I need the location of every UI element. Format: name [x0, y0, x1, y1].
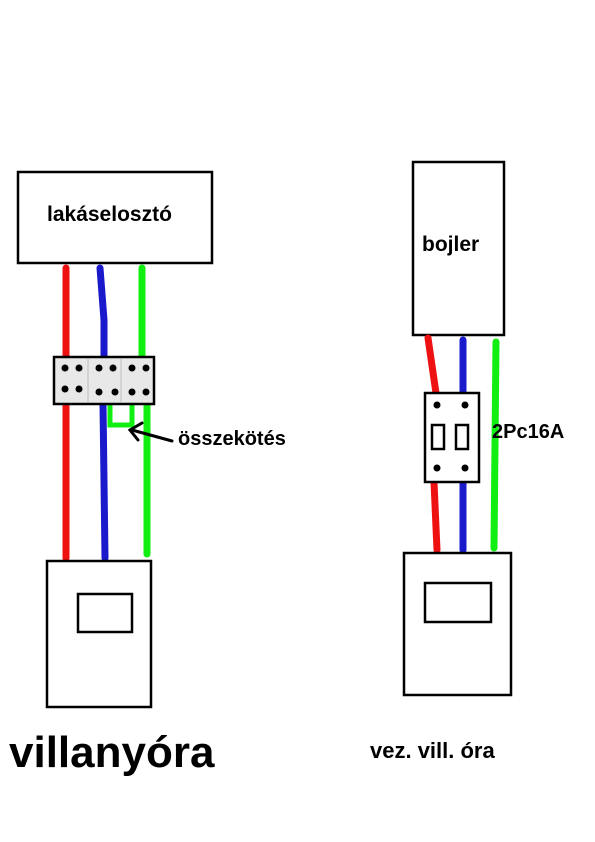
breaker	[423, 391, 481, 484]
terminal-dot	[75, 364, 83, 372]
boiler-label: bojler	[422, 233, 480, 256]
distributor-label: lakáselosztó	[47, 203, 172, 226]
terminal-dot	[111, 388, 119, 396]
terminal-dot	[95, 388, 103, 396]
breaker-terminal	[461, 401, 469, 409]
phase-wire	[424, 334, 440, 397]
breaker-terminal	[461, 464, 469, 472]
controlled-meter-label: vez. vill. óra	[370, 738, 495, 763]
terminal-dot	[61, 385, 69, 393]
earth-wire	[490, 338, 500, 552]
terminal-dot	[109, 364, 117, 372]
breaker-terminal	[433, 401, 441, 409]
breaker-toggle	[430, 423, 446, 451]
neutral-wire	[96, 264, 108, 361]
breaker-toggle	[454, 423, 470, 451]
neutral-wire	[99, 400, 109, 562]
breaker-label: 2Pc16A	[492, 421, 565, 443]
left-upper-wires	[62, 264, 146, 361]
bridge-link	[107, 404, 135, 428]
arrow-icon	[127, 421, 174, 443]
terminal-dot	[75, 385, 83, 393]
bridge-link-inner	[113, 404, 129, 419]
terminal-dot	[95, 364, 103, 372]
terminal-dot	[142, 364, 150, 372]
distributor-box	[16, 170, 214, 265]
boiler-box	[411, 160, 506, 337]
right-upper-wires	[424, 334, 467, 397]
left-lower-wires	[62, 400, 151, 562]
terminal-dot	[61, 364, 69, 372]
terminal-block	[52, 355, 156, 406]
controlled-meter-box	[402, 551, 513, 697]
connection-label: összekötés	[178, 428, 286, 450]
terminal-dot	[142, 388, 150, 396]
terminal-dot	[128, 364, 136, 372]
meter-label: villanyóra	[9, 728, 215, 777]
right-lower-wires	[430, 478, 467, 554]
phase-wire	[430, 478, 441, 554]
meter-box	[45, 559, 153, 709]
meter-display	[76, 592, 134, 634]
controlled-meter-display	[423, 581, 493, 624]
terminal-dot	[128, 388, 136, 396]
breaker-terminal	[433, 464, 441, 472]
